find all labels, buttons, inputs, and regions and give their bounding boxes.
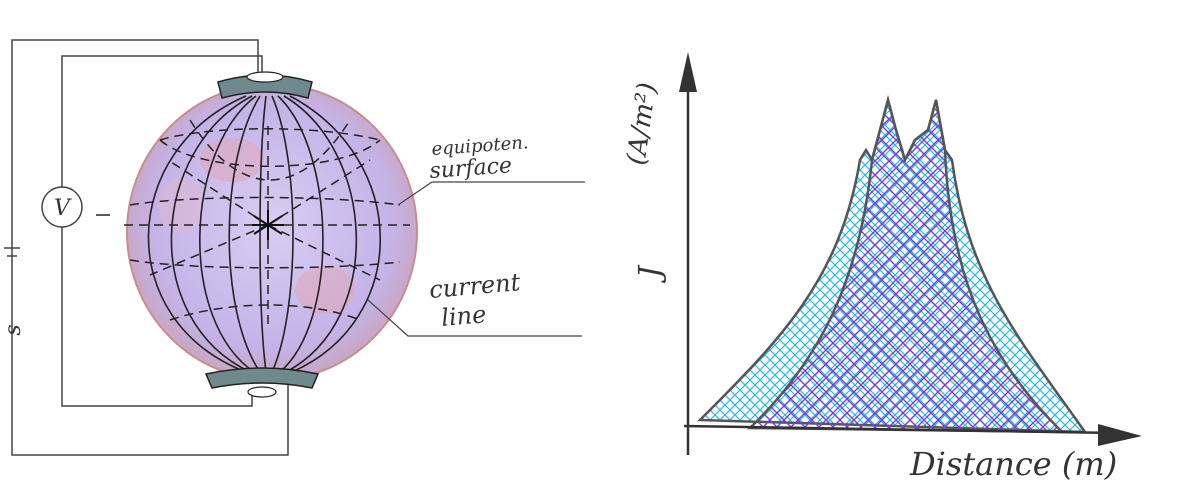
bottom-electrode	[204, 367, 320, 398]
current-label-line1: current	[428, 268, 522, 304]
center-star	[252, 210, 284, 240]
x-axis-arrow-icon	[1098, 424, 1142, 446]
x-axis-label: Distance (m)	[909, 445, 1117, 483]
equipotential-label-line2: surface	[429, 153, 513, 184]
equipotential-lines	[120, 119, 410, 330]
source-symbol: s	[1, 324, 26, 335]
inner-band	[746, 95, 1066, 434]
voltmeter-icon	[41, 186, 83, 228]
current-lines	[147, 95, 381, 373]
circuit-diagram: V s	[1, 39, 289, 456]
y-axis-unit: (A/m²)	[621, 81, 662, 167]
voltmeter-symbol: V	[54, 196, 72, 221]
battery-icon	[4, 247, 20, 257]
top-electrode	[217, 71, 313, 99]
voltmeter-wire	[61, 55, 263, 407]
current-label-line2: line	[440, 300, 487, 332]
y-axis-arrow-icon	[679, 52, 697, 92]
sphere	[96, 83, 418, 381]
y-axis-symbol: J	[633, 264, 668, 284]
density-plot: (A/m²) J Distance (m)	[621, 52, 1142, 483]
x-axis	[683, 424, 1116, 435]
equipotential-label: equipoten. surface	[397, 132, 585, 206]
